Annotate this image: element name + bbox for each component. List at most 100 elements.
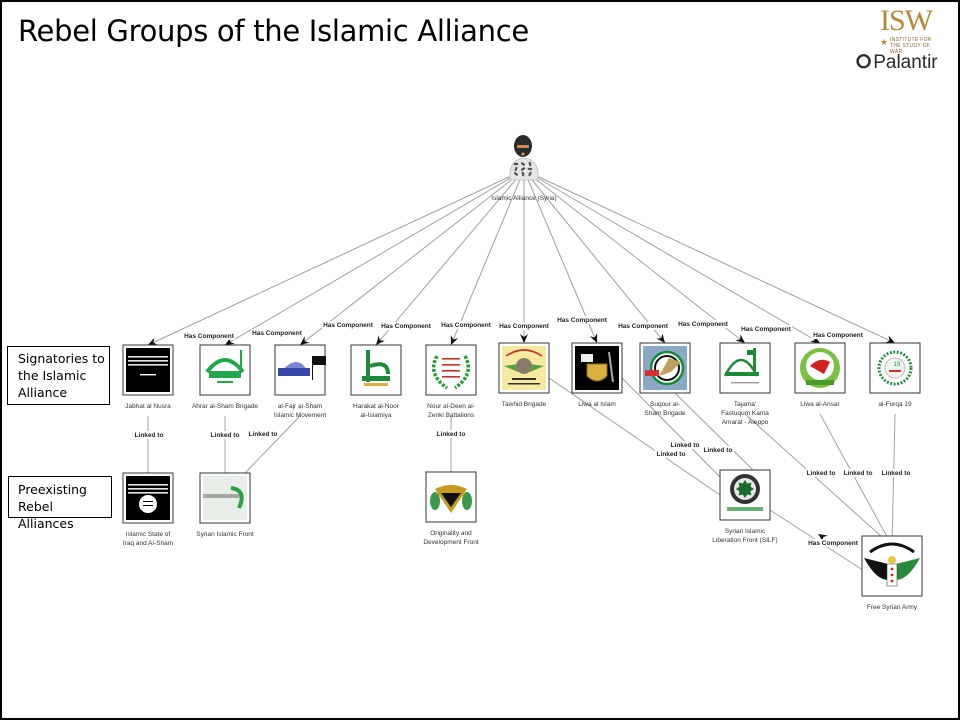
edge-label: Has Component	[618, 323, 669, 330]
arrowhead-icon	[450, 335, 459, 345]
edge-label-bg	[702, 446, 734, 454]
node-zenki[interactable]: Nour al-Deen al- Zenki Battalions	[425, 344, 477, 419]
legend-signatories: Signatories to the Islamic Alliance	[7, 346, 110, 405]
edge-label-bg	[435, 430, 467, 438]
edge-label-bg	[740, 325, 792, 333]
node-suqour[interactable]: Suqour al- Sham Brigade	[639, 342, 691, 417]
arrowhead-icon	[735, 334, 745, 343]
node-label: Originality and	[430, 530, 472, 537]
edge-component	[299, 169, 525, 346]
node-label: Fastuqum Kama	[721, 410, 769, 417]
node-label: Suqour al-	[650, 401, 680, 408]
edge-label: Has Component	[678, 321, 729, 328]
edge-label: Linked to	[671, 442, 700, 449]
edge-component	[523, 169, 746, 344]
palantir-mark-icon: ⭘	[856, 52, 872, 73]
node-jn[interactable]: Jabhat al Nusra	[122, 344, 174, 410]
node-label: Sham Brigade	[644, 410, 686, 417]
edge-label: Has Component	[441, 322, 492, 329]
edge-label-bg	[380, 322, 432, 330]
arrowhead-icon	[589, 333, 598, 343]
green-minaret-icon	[362, 350, 390, 386]
edge-label: Linked to	[437, 431, 466, 438]
edge-label-bg	[812, 331, 864, 339]
edge-component	[523, 169, 598, 344]
node-label: Islamic State of	[126, 531, 171, 538]
winged-flag-emblem-icon	[864, 542, 920, 587]
node-label: Syrian Islamic Front	[196, 531, 254, 538]
edge-component	[523, 169, 896, 344]
edge-label-bg	[677, 320, 729, 328]
page-title: Rebel Groups of the Islamic Alliance	[18, 14, 529, 48]
node-label: Liwa al Islam	[578, 401, 616, 408]
edge-label-bg	[842, 469, 874, 477]
arrowhead-icon	[885, 335, 895, 343]
edge-label-bg	[617, 322, 669, 330]
edge-label-bg	[251, 329, 303, 337]
arrowhead-icon	[656, 333, 665, 343]
eagle-emblem-icon	[504, 349, 544, 385]
isw-logo-subtitle: INSTITUTE FOR THE STUDY OF WAR	[890, 37, 932, 55]
calligraphy-banner-icon	[203, 486, 244, 509]
edge-component	[450, 169, 525, 346]
edge-label-bg	[655, 450, 687, 458]
node-fsa[interactable]: Free Syrian Army	[861, 535, 923, 611]
node-label: Nour al-Deen al-	[427, 403, 475, 410]
edge-label-bg	[556, 316, 608, 324]
edge-label: Has Component	[499, 323, 550, 330]
node-label: Tawhid Brigade	[502, 401, 547, 408]
isw-logo: ISW ★ INSTITUTE FOR THE STUDY OF WAR	[880, 4, 940, 55]
node-tawhid[interactable]: Tawhid Brigade	[498, 342, 550, 408]
edge-linked	[674, 392, 754, 471]
edge-label: Has Component	[808, 540, 859, 547]
edge-linked	[621, 377, 721, 478]
edge-label: Linked to	[807, 470, 836, 477]
edge-component	[147, 169, 525, 346]
node-label: Islamic Alliance (Syria)	[491, 195, 556, 202]
edge-label: Has Component	[184, 333, 235, 340]
edge-label-bg	[322, 321, 374, 329]
node-label: Iraq and Al-Sham	[123, 540, 173, 547]
star-icon: ★	[880, 37, 889, 47]
arrowhead-icon	[225, 337, 235, 345]
node-label: Islamic Movement	[274, 412, 327, 419]
node-islamic-alliance[interactable]: Islamic Alliance (Syria)	[491, 135, 557, 202]
svg-text:19: 19	[894, 362, 901, 368]
edge-label: Linked to	[882, 470, 911, 477]
edge-label-bg	[183, 332, 235, 340]
edge-label: Linked to	[249, 431, 278, 438]
edge-label: Has Component	[252, 330, 303, 337]
node-label: Ahrar al-Sham Brigade	[192, 403, 258, 410]
edge-label: Linked to	[844, 470, 873, 477]
edge-label-bg	[209, 431, 241, 439]
edge-label: Has Component	[381, 323, 432, 330]
gold-shield-emblem-icon	[430, 485, 472, 513]
node-ansar[interactable]: Liwa al-Ansar	[794, 342, 846, 408]
edge-linked	[548, 377, 721, 496]
edge-label: Has Component	[813, 332, 864, 339]
node-image-bg	[126, 348, 170, 392]
node-liwa_islam[interactable]: Liwa al Islam	[571, 342, 623, 408]
node-label: al-Islamiya	[360, 412, 391, 419]
node-label: Syrian Islamic	[725, 528, 766, 535]
arrowhead-icon	[300, 336, 310, 345]
edge-linked	[819, 413, 893, 547]
node-label: Zenki Battalions	[428, 412, 475, 419]
node-ahrar[interactable]: Ahrar al-Sham Brigade	[192, 344, 258, 410]
edges-layer	[147, 169, 896, 577]
black-banner-seal-icon	[128, 484, 168, 513]
edge-component	[224, 169, 525, 346]
node-sif[interactable]: Syrian Islamic Front	[196, 472, 254, 538]
node-isis[interactable]: Islamic State of Iraq and Al-Sham	[122, 472, 174, 547]
node-label: Development Front	[423, 539, 478, 546]
node-label: Free Syrian Army	[867, 604, 918, 611]
edge-component	[523, 169, 666, 344]
